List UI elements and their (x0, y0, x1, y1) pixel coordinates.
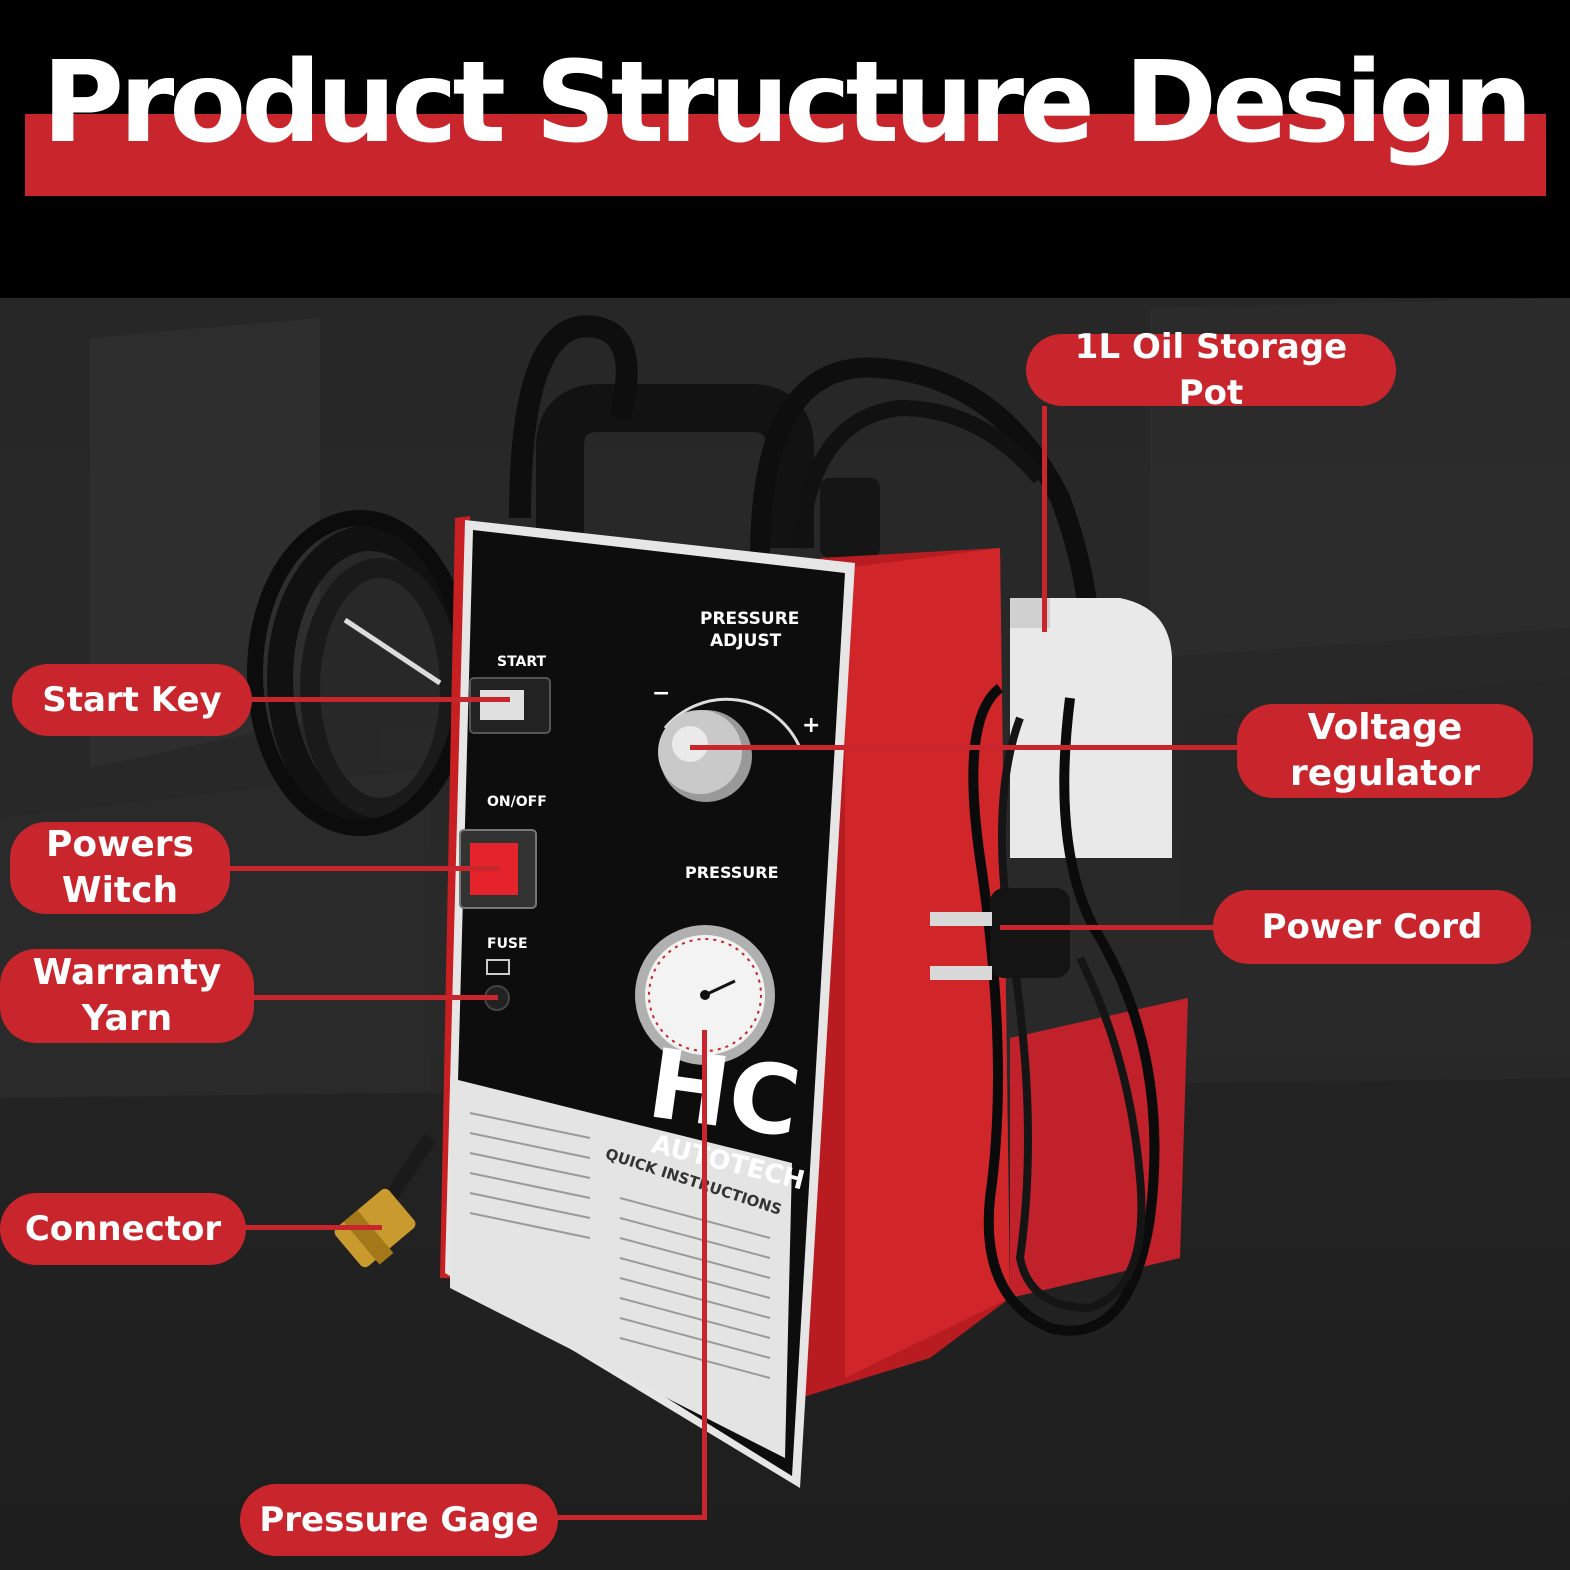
voltage-regulator-leader-line (690, 745, 1242, 750)
callout-start-key: Start Key (12, 664, 252, 736)
callout-warranty-yarn: Warranty Yarn (0, 949, 254, 1043)
connector-leader-line (244, 1225, 382, 1230)
header-banner: Product Structure Design (0, 0, 1570, 298)
onoff-label: ON/OFF (487, 794, 547, 810)
callout-warranty-yarn-line-1: Warranty (32, 952, 222, 993)
pressure-adjust-label-2: ADJUST (710, 631, 782, 651)
start-key-leader-line (250, 697, 510, 702)
callout-powers-witch-line-1: Powers (46, 824, 194, 865)
power-cord-leader-line (1000, 925, 1215, 930)
oil-pot-leader-line (1042, 406, 1047, 632)
callout-connector-label: Connector (24, 1209, 222, 1249)
callout-voltage-regulator: Voltage regulator (1237, 704, 1533, 798)
pressure-gage-leader-line-h (556, 1515, 707, 1520)
callout-warranty-yarn-line-2: Yarn (81, 998, 173, 1039)
pressure-label: PRESSURE (685, 863, 779, 882)
pressure-gage-leader-line-v (702, 1030, 707, 1520)
power-cord (930, 684, 1160, 1336)
title-underline-bar (25, 114, 1546, 196)
callout-pressure-gage: Pressure Gage (240, 1484, 558, 1556)
callout-power-cord: Power Cord (1213, 890, 1531, 964)
product-scene: START ON/OFF FUSE PRESSURE ADJUST PRESSU… (0, 298, 1570, 1570)
callout-start-key-label: Start Key (42, 680, 222, 720)
carry-handle (509, 315, 1100, 649)
callout-powers-witch-line-2: Witch (61, 870, 179, 911)
powers-witch-leader-line (228, 866, 500, 871)
minus-label: − (652, 681, 670, 706)
red-housing (440, 516, 1188, 1398)
start-label: START (497, 654, 547, 670)
callout-powers-witch: Powers Witch (10, 822, 230, 914)
callout-voltage-regulator-line-1: Voltage (1307, 707, 1463, 748)
brand-logo: HC (642, 1027, 807, 1159)
callout-connector: Connector (0, 1193, 246, 1265)
callout-oil-storage-pot: 1L Oil Storage Pot (1026, 327, 1396, 413)
callout-oil-storage-pot-label: 1L Oil Storage Pot (1074, 327, 1348, 413)
warranty-yarn-leader-line (252, 995, 498, 1000)
plus-label: + (802, 713, 820, 738)
oil-storage-pot (1010, 598, 1172, 858)
callout-power-cord-label: Power Cord (1261, 907, 1483, 947)
page-title: Product Structure Design (41, 38, 1533, 168)
fuse-label: FUSE (487, 936, 528, 952)
pressure-adjust-label-1: PRESSURE (700, 609, 799, 629)
callout-voltage-regulator-line-2: regulator (1290, 753, 1480, 794)
callout-pressure-gage-label: Pressure Gage (259, 1500, 539, 1540)
front-panel: START ON/OFF FUSE PRESSURE ADJUST PRESSU… (445, 520, 855, 1488)
